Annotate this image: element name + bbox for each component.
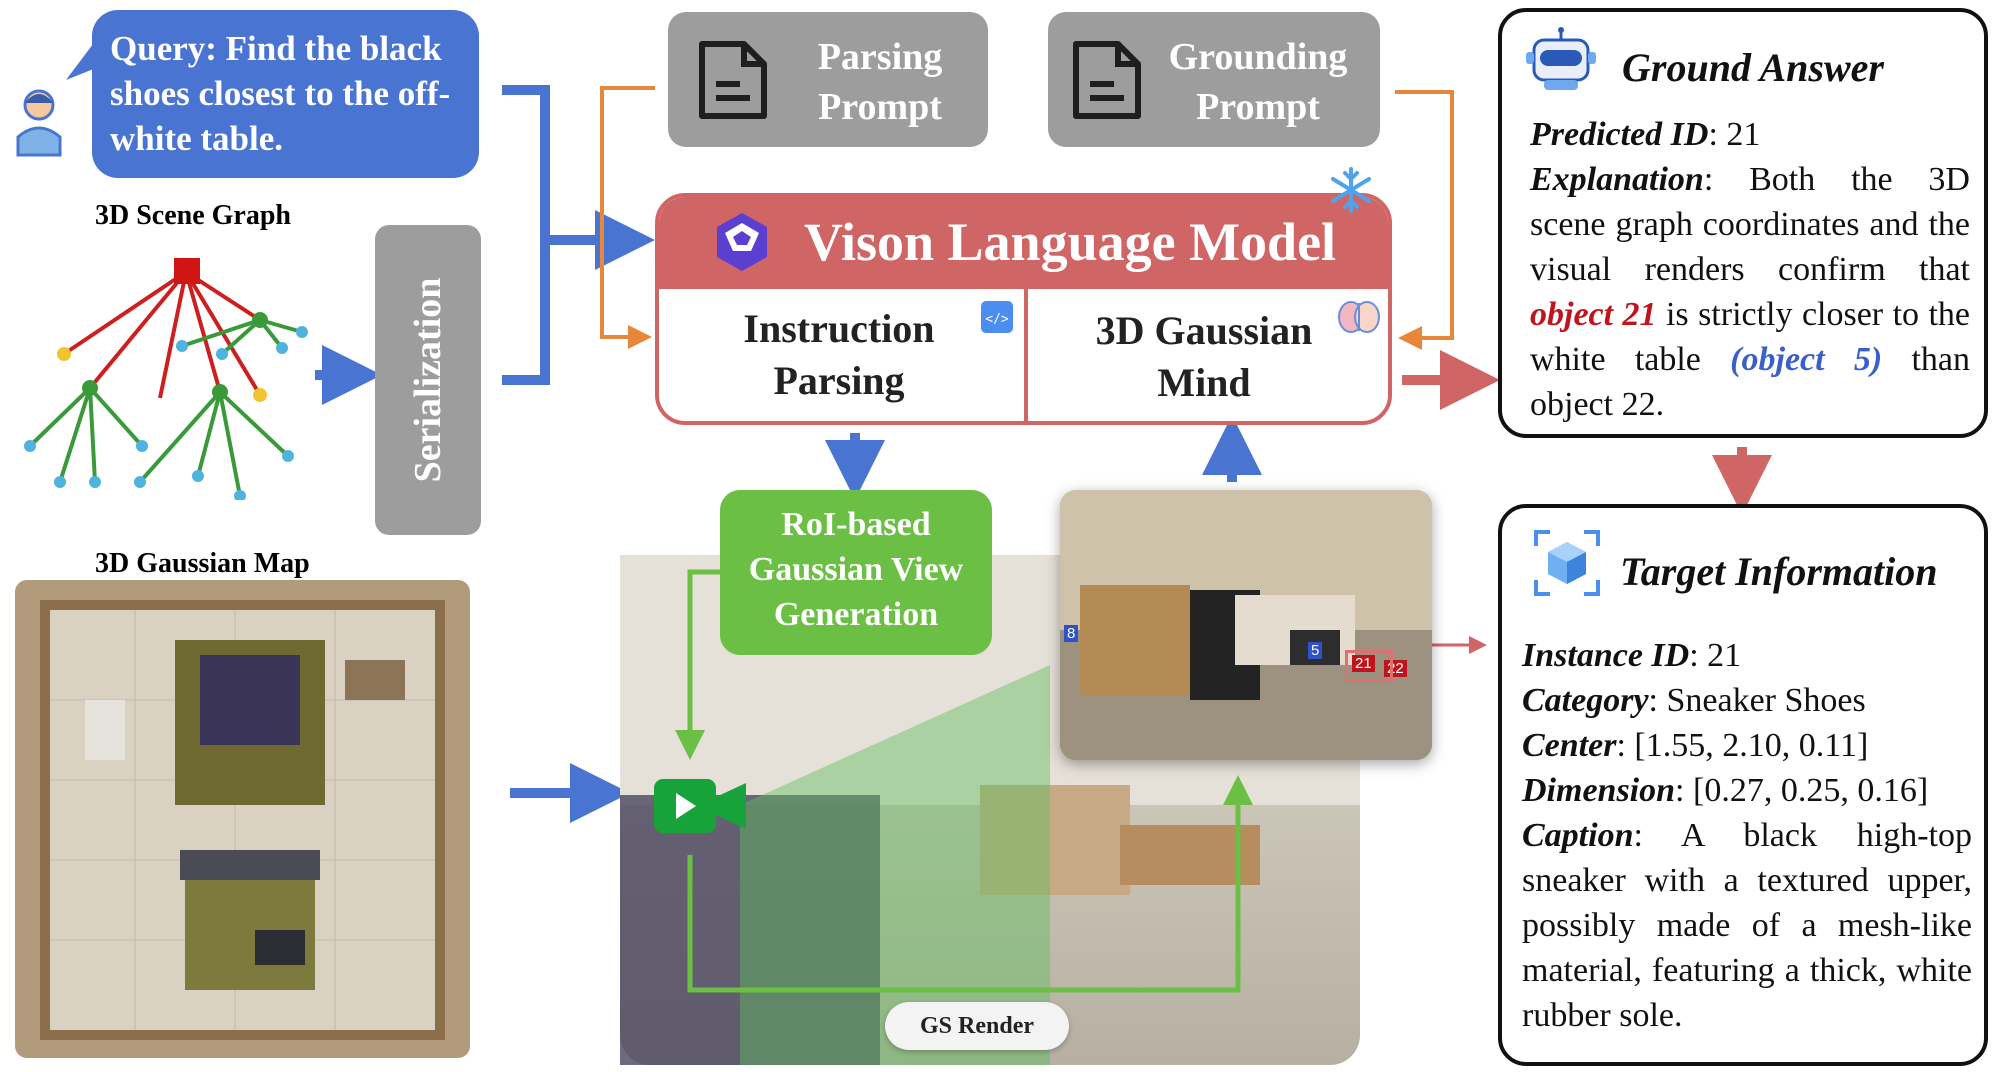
code-icon: </> [981,301,1013,333]
instance-id-line: Instance ID: 21 [1522,633,1972,678]
query-bubble-tail [66,40,96,80]
serialization-box: Serialization [375,225,481,535]
query-text: Query: Find the black shoes closest to t… [110,29,451,158]
document-icon [699,41,767,119]
explanation-part2: is strictly closer to the white table [1530,296,1970,378]
parsing-prompt-text: Parsing Prompt [800,32,960,132]
parsing-prompt-connector [600,86,655,349]
gaussian-mind-label: 3D Gaussian Mind [1039,305,1369,409]
center-line: Center: [1.55, 2.10, 0.11] [1522,723,1972,768]
grounding-prompt-connector [1395,90,1454,350]
explanation-part1: : Both the 3D scene graph coordinates an… [1530,161,1970,288]
gaussian-map-image [15,580,470,1058]
instruction-parsing-line1: Instruction [743,306,935,351]
ground-answer-title: Ground Answer [1622,45,1884,90]
camera-icon [654,779,746,833]
roi-line1: RoI-based [781,506,931,543]
predicted-id-value: : 21 [1708,116,1761,153]
svg-text:</>: </> [985,312,1009,327]
rendered-view-image: 8 5 21 22 [1060,490,1432,760]
robot-icon [1526,27,1596,90]
explanation-part3: than object 22. [1530,341,1970,423]
instance-id-value: : 21 [1689,637,1742,674]
category-value: : Sneaker Shoes [1648,682,1866,719]
target-information-panel: Target Information Instance ID: 21 Categ… [1498,504,1988,1066]
explanation-ref: (object 5) [1730,341,1883,378]
parsing-prompt-box: Parsing Prompt [668,12,988,147]
cube-icon [1534,530,1600,596]
dimension-value: : [0.27, 0.25, 0.16] [1675,772,1929,809]
roi-line2: Gaussian View [748,551,964,588]
explanation-paragraph: Explanation: Both the 3D scene graph coo… [1530,157,1970,427]
explanation-object: object 21 [1530,296,1657,333]
ground-answer-panel: Ground Answer Predicted ID: 21 Explanati… [1498,8,1988,438]
category-line: Category: Sneaker Shoes [1522,678,1972,723]
tag-5: 5 [1308,642,1323,659]
gaussian-map-label: 3D Gaussian Map [95,548,310,579]
grounding-prompt-text: Grounding Prompt [1153,32,1363,132]
grounding-prompt-line2: Prompt [1196,86,1320,128]
predicted-id-key: Predicted ID [1530,116,1709,153]
grounding-prompt-box: Grounding Prompt [1048,12,1380,147]
brain-icon [1338,301,1380,333]
vlm-title: Vison Language Model [804,212,1337,272]
roi-line3: Generation [773,596,939,633]
center-key: Center [1522,727,1617,764]
dimension-line: Dimension: [0.27, 0.25, 0.16] [1522,768,1982,813]
gs-render-label: GS Render [885,1002,1069,1050]
scene-graph-figure [24,258,308,500]
tag-8: 8 [1064,625,1079,642]
category-key: Category [1522,682,1649,719]
snowflake-icon [1331,167,1371,213]
document-icon [1073,41,1141,119]
grounding-prompt-line1: Grounding [1168,36,1348,78]
parsing-prompt-line1: Parsing [817,36,943,78]
center-value: : [1.55, 2.10, 0.11] [1616,727,1869,764]
target-highlight-box [1345,650,1393,682]
caption-value: : A black high-top sneaker with a textur… [1522,817,1972,1034]
instance-id-key: Instance ID [1522,637,1690,674]
vlm-header: Vison Language Model [659,197,1388,289]
scene-graph-label: 3D Scene Graph [95,200,291,231]
caption-paragraph: Caption: A black high-top sneaker with a… [1522,813,1972,1038]
caption-key: Caption [1522,817,1634,854]
instruction-parsing-line2: Parsing [773,358,905,403]
explanation-key: Explanation [1530,161,1704,198]
roi-view-generation-box: RoI-based Gaussian View Generation [720,490,992,655]
parsing-prompt-line2: Prompt [818,86,942,128]
gaussian-mind-line2: Mind [1157,360,1251,405]
user-icon [14,85,64,162]
gaussian-mind-line1: 3D Gaussian [1095,308,1313,353]
tag-21: 21 [1352,655,1375,672]
blue-merge-connector [502,85,655,385]
predicted-id-line: Predicted ID: 21 [1530,112,1970,157]
vlm-box: Vison Language Model Instruction Parsing… [655,193,1392,425]
vlm-divider [1024,289,1028,421]
dimension-key: Dimension [1522,772,1676,809]
vlm-logo-icon [717,213,767,271]
target-information-title: Target Information [1620,549,1938,594]
query-bubble: Query: Find the black shoes closest to t… [92,10,479,178]
instruction-parsing-label: Instruction Parsing [674,303,1004,407]
